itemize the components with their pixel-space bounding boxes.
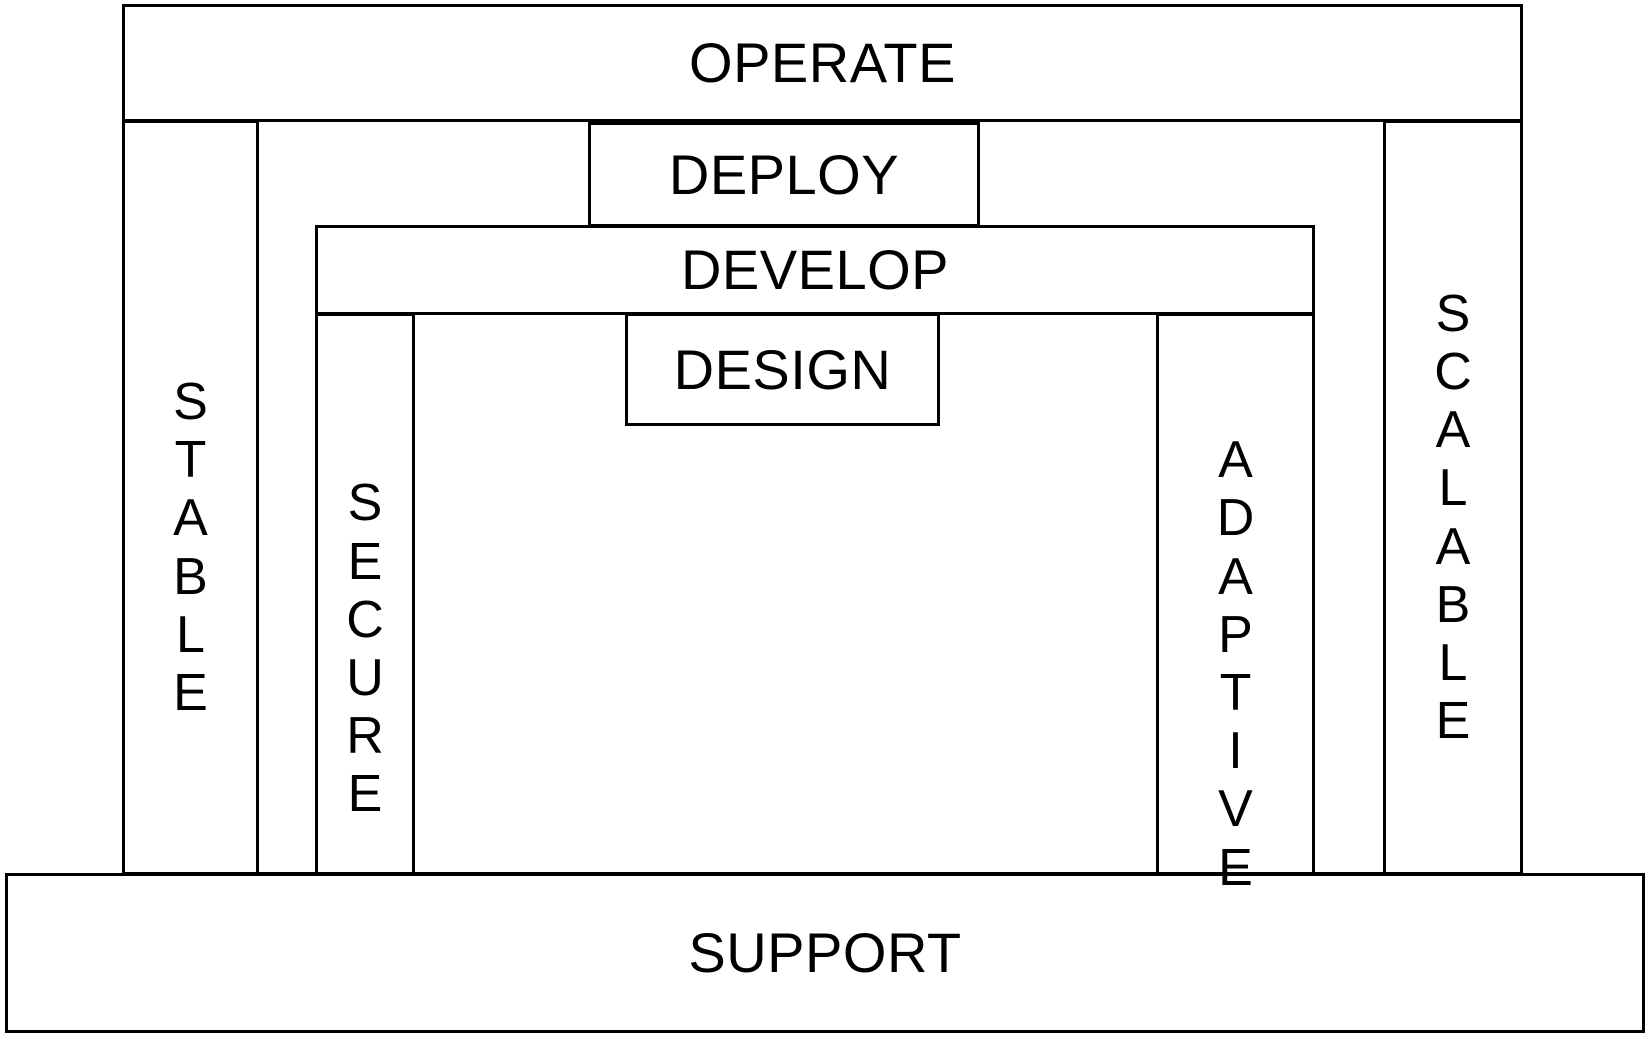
adaptive-pillar[interactable]: A D A P T I V E bbox=[1156, 313, 1315, 897]
stable-pillar[interactable]: S T A B L E bbox=[122, 120, 259, 875]
stable-letter: T bbox=[174, 431, 207, 490]
scalable-letter: B bbox=[1435, 575, 1471, 634]
secure-letter: E bbox=[347, 765, 383, 824]
secure-letter: S bbox=[347, 474, 383, 533]
secure-label: S E C U R E bbox=[346, 474, 384, 823]
secure-pillar[interactable]: S E C U R E bbox=[315, 313, 415, 875]
deploy-label: DEPLOY bbox=[668, 142, 900, 206]
operate-label: OPERATE bbox=[689, 31, 956, 94]
secure-letter: E bbox=[347, 532, 383, 591]
deploy-band[interactable]: DEPLOY bbox=[588, 122, 980, 227]
scalable-letter: L bbox=[1438, 459, 1468, 518]
scalable-letter: E bbox=[1435, 692, 1471, 751]
stable-letter: E bbox=[173, 663, 208, 722]
develop-band[interactable]: DEVELOP bbox=[315, 225, 1315, 315]
secure-letter: R bbox=[346, 707, 384, 766]
adaptive-label: A D A P T I V E bbox=[1217, 431, 1255, 897]
design-band[interactable]: DESIGN bbox=[625, 313, 940, 426]
stable-letter: S bbox=[173, 372, 208, 431]
stable-letter: A bbox=[173, 489, 208, 548]
scalable-letter: A bbox=[1435, 517, 1471, 576]
secure-letter: C bbox=[346, 590, 384, 649]
scalable-letter: A bbox=[1435, 401, 1471, 460]
develop-label: DEVELOP bbox=[680, 238, 950, 301]
scalable-label: S C A L A B L E bbox=[1434, 285, 1472, 751]
adaptive-letter: I bbox=[1228, 722, 1243, 781]
operate-band[interactable]: OPERATE bbox=[122, 4, 1523, 122]
adaptive-letter: A bbox=[1218, 431, 1253, 490]
adaptive-letter: T bbox=[1219, 664, 1252, 722]
design-label: DESIGN bbox=[673, 337, 892, 401]
scalable-pillar[interactable]: S C A L A B L E bbox=[1383, 120, 1523, 875]
scalable-letter: C bbox=[1434, 342, 1472, 401]
support-band[interactable]: SUPPORT bbox=[5, 873, 1645, 1033]
adaptive-letter: V bbox=[1218, 780, 1253, 839]
stable-label: S T A B L E bbox=[173, 373, 208, 722]
scalable-letter: S bbox=[1435, 284, 1471, 343]
stable-letter: B bbox=[173, 547, 208, 606]
stable-letter: L bbox=[176, 605, 205, 664]
adaptive-letter: E bbox=[1218, 838, 1253, 897]
support-label: SUPPORT bbox=[688, 921, 962, 984]
adaptive-letter: D bbox=[1216, 489, 1255, 548]
adaptive-letter: P bbox=[1218, 605, 1253, 664]
adaptive-letter: A bbox=[1218, 547, 1253, 606]
secure-letter: U bbox=[346, 649, 384, 707]
scalable-letter: L bbox=[1438, 633, 1468, 692]
